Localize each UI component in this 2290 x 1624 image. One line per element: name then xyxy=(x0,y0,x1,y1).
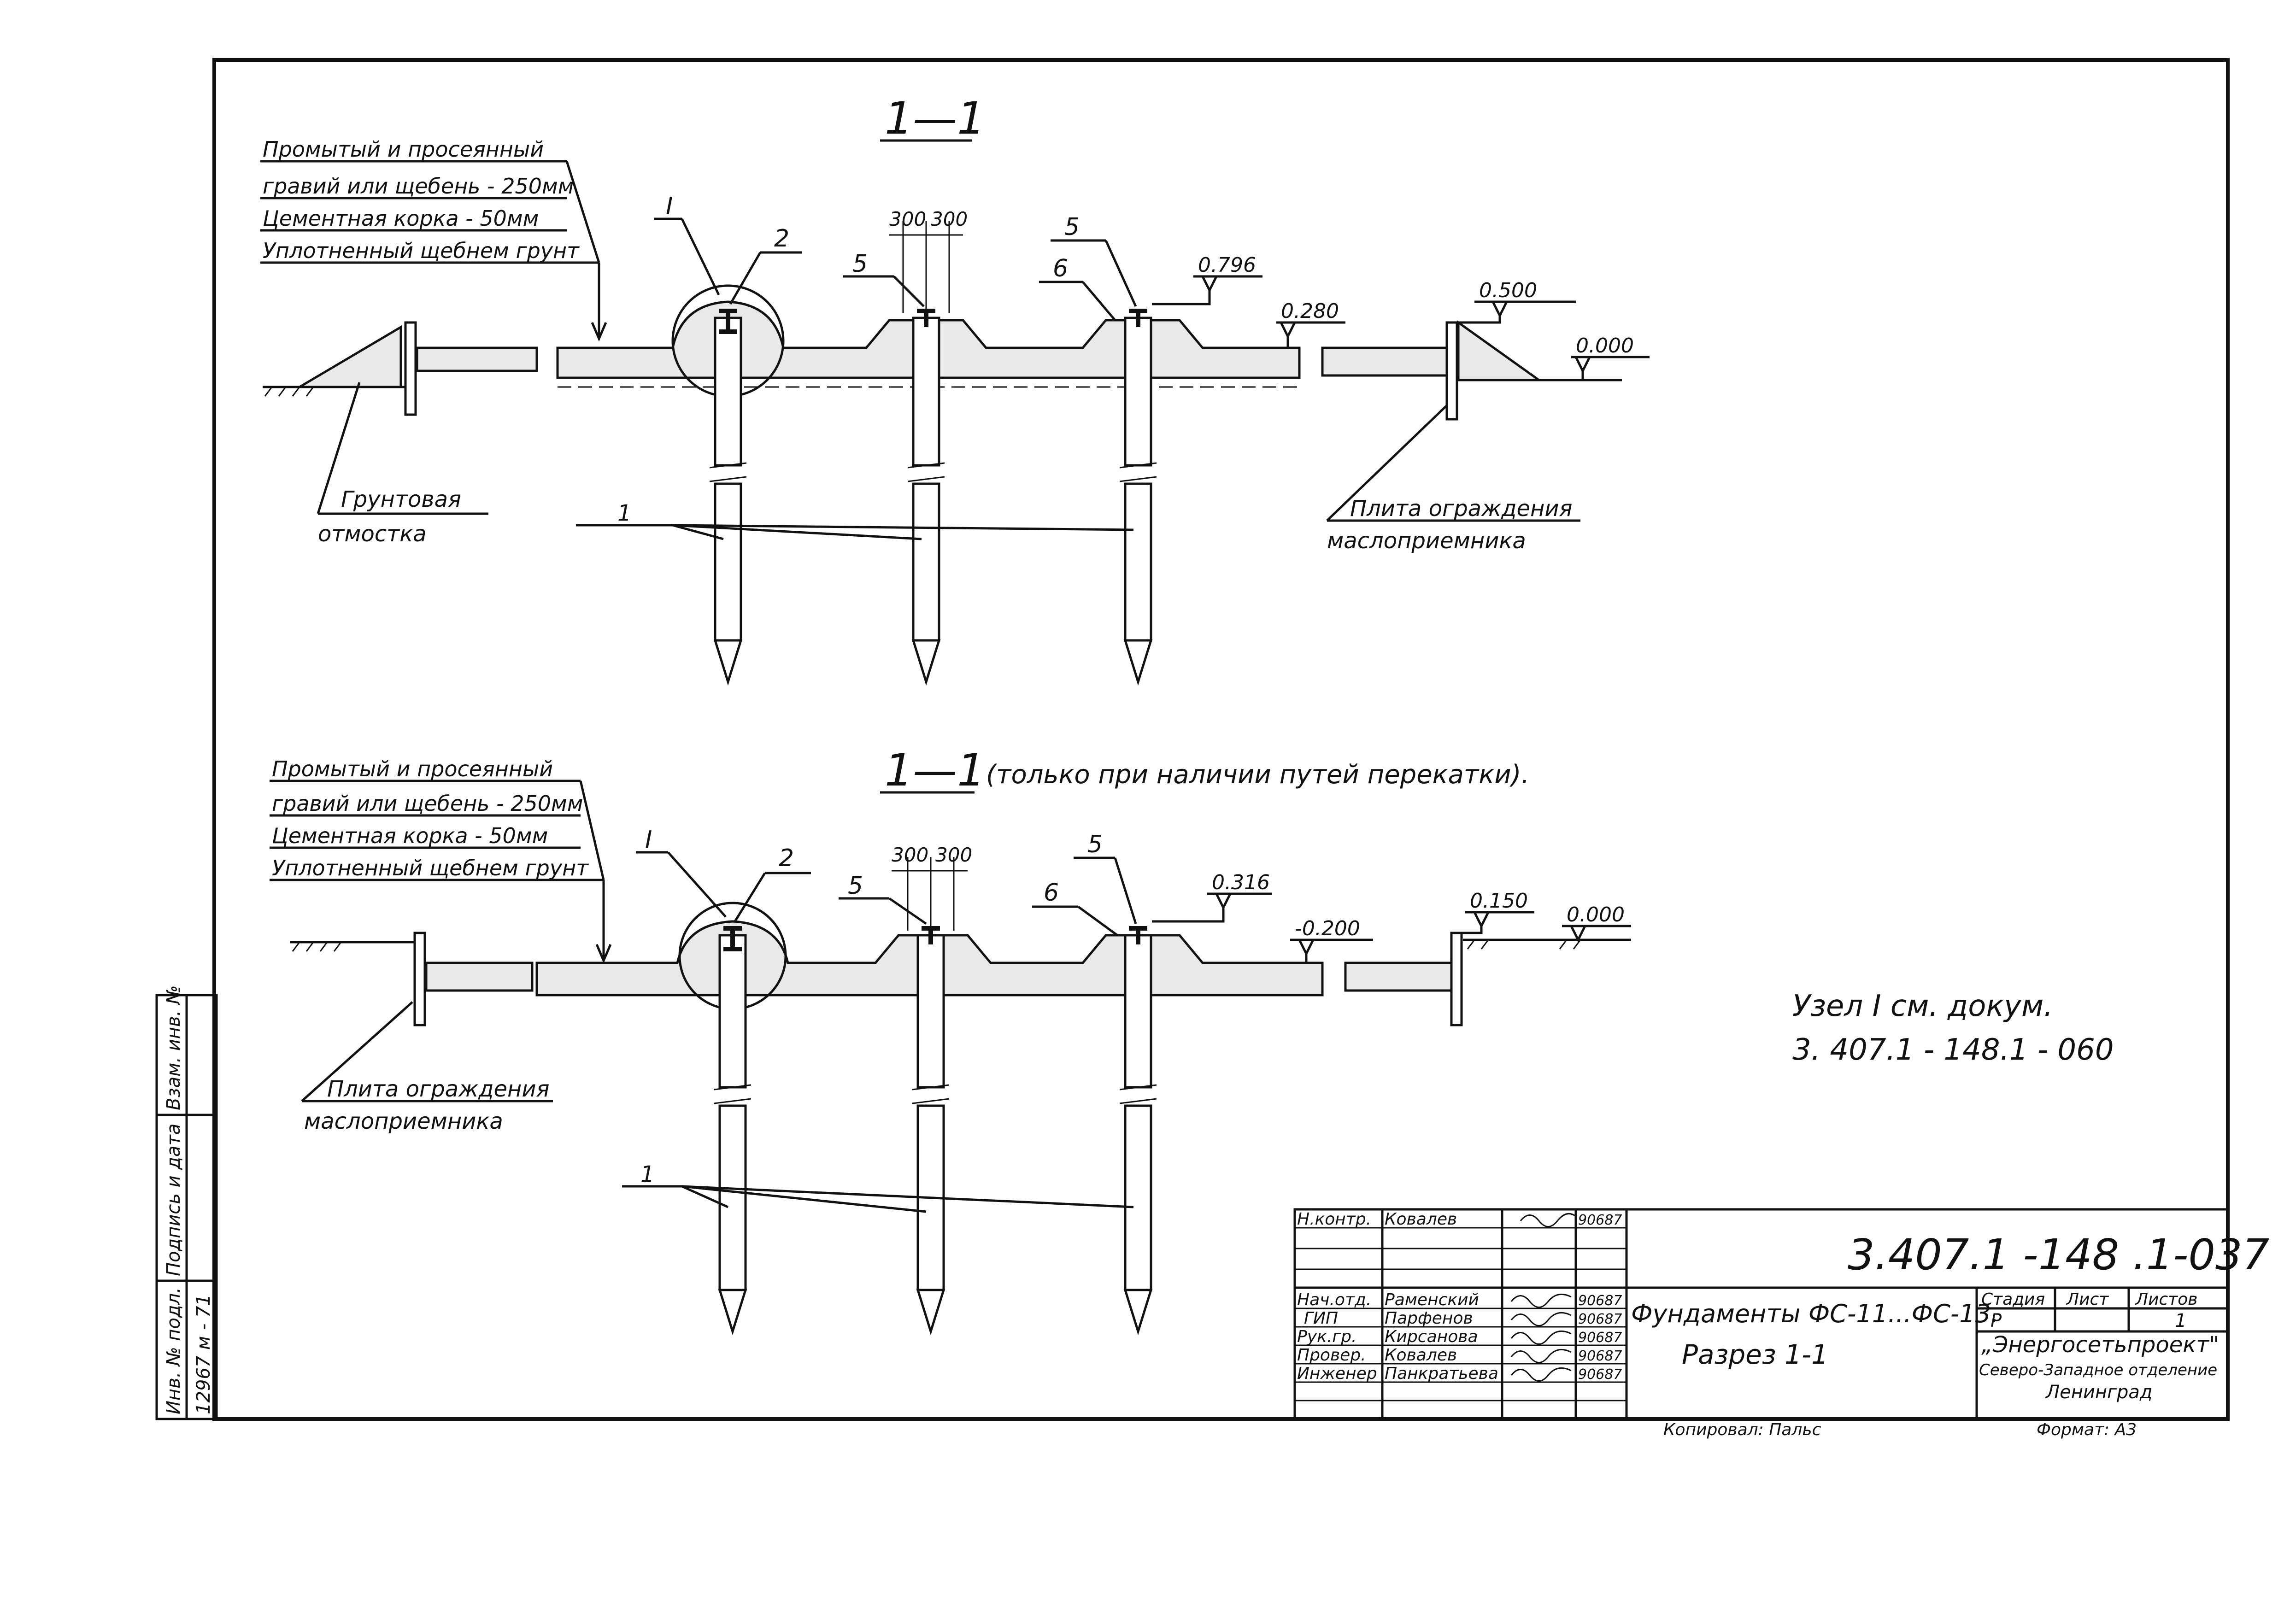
lower-section-title-note: (только при наличии путей перекатки). xyxy=(986,760,1529,790)
upper-layer-label-3: Цементная корка - 50мм xyxy=(263,206,539,231)
sheet-format: Формат: А3 xyxy=(2037,1420,2137,1439)
upper-elev-top: 0.796 xyxy=(1198,253,1256,277)
lower-left-label-2: маслоприемника xyxy=(304,1108,503,1134)
upper-left-label-2: отмостка xyxy=(318,521,427,547)
date-6: 90687 xyxy=(1578,1366,1622,1383)
copied-by: Копировал: Пальс xyxy=(1663,1420,1821,1439)
name-3: Парфенов xyxy=(1385,1309,1473,1328)
lower-section: 1—1 (только при наличии путей перекатки)… xyxy=(270,745,1631,1336)
upper-elev-zero: 0.000 xyxy=(1576,334,1634,358)
lower-elev-mid: -0.200 xyxy=(1295,917,1360,940)
upper-layer-label-2: гравий или щебень - 250мм xyxy=(263,174,574,199)
org-line-1: „Энергосетьпроект" xyxy=(1981,1332,2219,1358)
upper-layer-label-1: Промытый и просеянный xyxy=(263,137,544,162)
lower-layer-label-3: Цементная корка - 50мм xyxy=(272,823,548,848)
upper-layer-label-4: Уплотненный щебнем грунт xyxy=(263,238,580,263)
lower-elev-right: 0.150 xyxy=(1470,889,1528,913)
title-block: 3.407.1 -148 .1-037 Н.контр. Ковалев 906… xyxy=(1293,1208,2269,1439)
date-1: 90687 xyxy=(1578,1212,1622,1228)
role-4: Рук.гр. xyxy=(1297,1327,1356,1346)
upper-elev-right: 0.500 xyxy=(1479,279,1537,302)
side-stamp-inv-no: 12967 м - 71 xyxy=(193,1294,214,1414)
role-2: Нач.отд. xyxy=(1297,1290,1371,1309)
name-6: Панкратьева xyxy=(1385,1364,1498,1383)
name-4: Кирсанова xyxy=(1385,1327,1478,1346)
lower-callout-node: I xyxy=(645,826,652,854)
upper-section-title: 1—1 xyxy=(885,93,985,144)
sheet-header: Лист xyxy=(2066,1290,2109,1309)
upper-dim-300a: 300 xyxy=(889,208,926,230)
upper-right-label-1: Плита ограждения xyxy=(1350,496,1572,522)
upper-callout-5a: 5 xyxy=(852,250,868,278)
side-stamp-signature: Подпись и дата xyxy=(163,1124,184,1276)
date-5: 90687 xyxy=(1578,1348,1622,1364)
upper-pile-label: 1 xyxy=(617,500,632,526)
lower-elev-zero: 0.000 xyxy=(1567,903,1625,926)
org-line-2: Северо-Западное отделение xyxy=(1979,1361,2217,1379)
sheet-frame xyxy=(212,58,2230,1421)
upper-piles xyxy=(709,309,1157,686)
sheets-value: 1 xyxy=(2175,1310,2186,1331)
drawing-title-2: Разрез 1-1 xyxy=(1682,1339,1828,1370)
upper-callout-2: 2 xyxy=(774,225,789,252)
role-3: ГИП xyxy=(1304,1309,1338,1328)
upper-callout-5b: 5 xyxy=(1064,213,1080,241)
side-stamp: Взам. инв. № Подпись и дата Инв. № подл.… xyxy=(155,985,218,1420)
date-3: 90687 xyxy=(1578,1311,1622,1327)
lower-callout-5a: 5 xyxy=(848,872,863,900)
lower-callout-6: 6 xyxy=(1044,879,1059,907)
name-2: Раменский xyxy=(1385,1290,1479,1309)
lower-dim-300a: 300 xyxy=(892,844,928,866)
lower-layer-label-2: гравий или щебень - 250мм xyxy=(272,791,583,816)
lower-elev-top: 0.316 xyxy=(1212,871,1270,894)
name-1: Ковалев xyxy=(1385,1210,1457,1229)
date-2: 90687 xyxy=(1578,1293,1622,1309)
role-5: Провер. xyxy=(1297,1346,1366,1365)
role-6: Инженер xyxy=(1297,1364,1377,1383)
stage-value: Р xyxy=(1991,1310,2002,1331)
side-stamp-replace: Взам. инв. № xyxy=(163,985,184,1110)
lower-callout-5b: 5 xyxy=(1087,831,1103,858)
upper-callout-6: 6 xyxy=(1053,255,1068,282)
date-4: 90687 xyxy=(1578,1330,1622,1346)
side-stamp-inv: Инв. № подл. xyxy=(163,1287,184,1414)
role-1: Н.контр. xyxy=(1297,1210,1371,1229)
node-note-line2: 3. 407.1 - 148.1 - 060 xyxy=(1792,1033,2114,1067)
name-5: Ковалев xyxy=(1385,1346,1457,1365)
upper-callout-node: I xyxy=(666,193,673,220)
node-note-line1: Узел I см. докум. xyxy=(1792,989,2053,1023)
lower-layer-label-1: Промытый и просеянный xyxy=(272,756,553,781)
org-line-3: Ленинград xyxy=(2045,1382,2153,1403)
upper-elev-mid: 0.280 xyxy=(1281,299,1339,323)
lower-pile-label: 1 xyxy=(640,1161,655,1187)
drawing-title-1: Фундаменты ФС-11...ФС-13. xyxy=(1631,1299,1999,1328)
lower-layer-label-4: Уплотненный щебнем грунт xyxy=(272,856,589,880)
lower-section-title: 1—1 xyxy=(885,745,985,796)
upper-section: 1—1 Промытый и просеянный гравий или щеб… xyxy=(260,93,1650,686)
upper-right-label-2: маслоприемника xyxy=(1327,528,1526,554)
upper-left-label-1: Грунтовая xyxy=(341,487,461,512)
lower-callout-2: 2 xyxy=(779,844,794,872)
sheets-header: Листов xyxy=(2135,1290,2197,1309)
stage-header: Стадия xyxy=(1981,1290,2045,1309)
title-block-code: 3.407.1 -148 .1-037 xyxy=(1848,1230,2269,1279)
lower-left-label-1: Плита ограждения xyxy=(327,1076,549,1102)
